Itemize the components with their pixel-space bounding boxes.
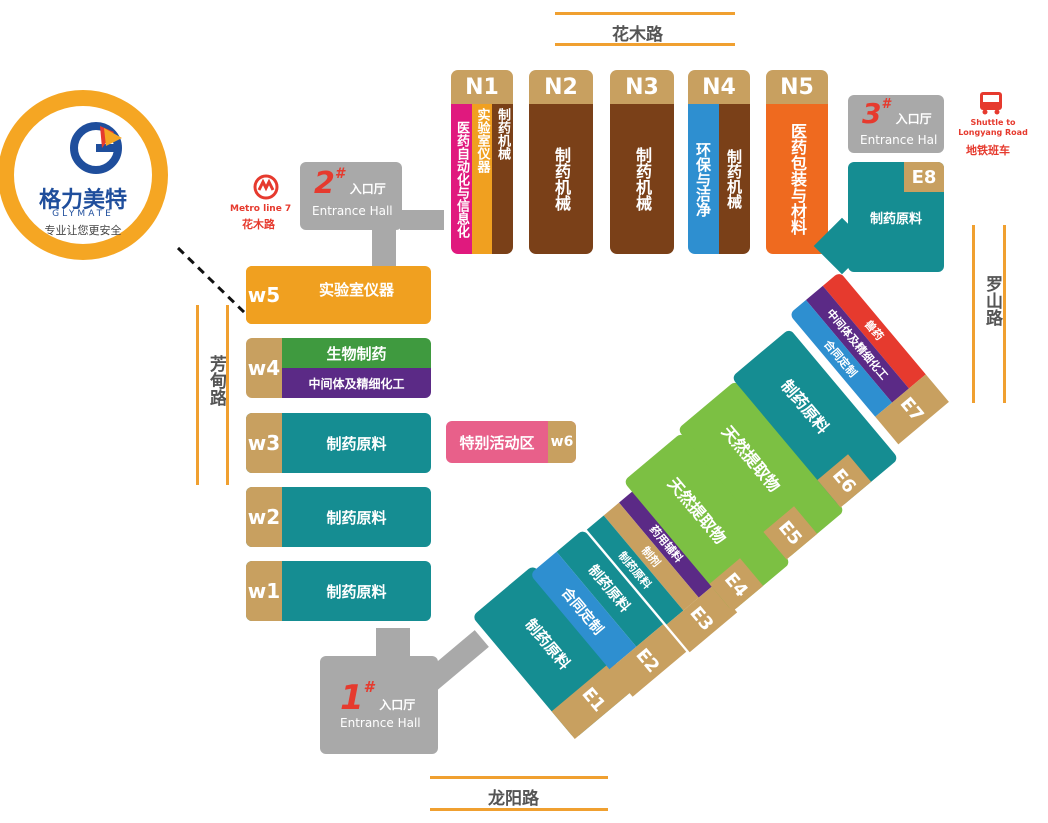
hall-n2-id: N2 xyxy=(529,70,593,104)
hall-e8-id: E8 xyxy=(904,162,944,192)
entrance-2-connector-h xyxy=(400,210,444,230)
hall-w3[interactable]: w3 制药原料 xyxy=(246,413,431,473)
hall-w3-id: w3 xyxy=(246,413,282,473)
hall-w1-band-1: 制药原料 xyxy=(326,582,387,601)
top-road-label: 花木路 xyxy=(612,25,663,45)
hall-e8-band-1: 制药原料 xyxy=(869,211,922,227)
hall-w2-band-1: 制药原料 xyxy=(326,508,387,527)
entrance-3-cn: 入口厅 xyxy=(895,112,932,126)
hall-n4-band-1: 环保与洁净 xyxy=(688,104,719,254)
hall-n2[interactable]: N2 制药机械 xyxy=(529,70,593,254)
bottom-road-line-upper xyxy=(430,776,608,779)
entrance-3[interactable]: 3# 入口厅 Entrance Hal xyxy=(848,95,944,153)
logo-cn-name: 格力美特 xyxy=(38,188,127,213)
hall-n1-band-3: 制药机械 xyxy=(492,104,513,254)
left-road-line-inner xyxy=(226,305,229,485)
entrance-1-cn: 入口厅 xyxy=(379,698,416,712)
hall-n5[interactable]: N5 医药包装与材料 xyxy=(766,70,828,254)
metro-icon xyxy=(253,174,279,200)
hall-w4-band-1: 生物制药 xyxy=(282,338,431,368)
glymate-logo: 格力美特 GLYMATE 专业让您更安全 xyxy=(0,90,168,260)
hall-n1-id: N1 xyxy=(451,70,513,104)
entrance-3-mark: # xyxy=(881,97,891,112)
hall-w5-id: w5 xyxy=(246,266,282,324)
entrance-1-mark: # xyxy=(363,678,375,696)
entrance-2-en: Entrance Hall xyxy=(312,204,393,218)
right-road-line-outer xyxy=(1003,225,1006,403)
top-road-line-upper xyxy=(555,12,735,15)
hall-n2-band-1: 制药机械 xyxy=(529,104,593,254)
hall-n3-band-1: 制药机械 xyxy=(610,104,674,254)
hall-w4-band-2: 中间体及精细化工 xyxy=(282,368,431,398)
entrance-2[interactable]: 2# 入口厅 Entrance Hall xyxy=(300,162,402,230)
hall-w2-id: w2 xyxy=(246,487,282,547)
hall-w3-band-1: 制药原料 xyxy=(326,434,387,453)
right-road-line-inner xyxy=(972,225,975,403)
hall-n4[interactable]: N4 环保与洁净 制药机械 xyxy=(688,70,750,254)
hall-w6-id: w6 xyxy=(548,421,576,463)
left-road-line-outer xyxy=(196,305,199,485)
entrance-3-en: Entrance Hal xyxy=(860,133,938,147)
shuttle-cn-label: 地铁班车 xyxy=(966,144,1010,157)
entrance-1[interactable]: 1# 入口厅 Entrance Hall xyxy=(320,656,438,754)
metro-line-label: Metro line 7 xyxy=(230,204,292,214)
hall-n1-band-1: 医药自动化与信息化 xyxy=(451,104,472,254)
shuttle-info[interactable]: Shuttle to Longyang Road 地铁班车 xyxy=(950,90,1036,160)
hall-n5-id: N5 xyxy=(766,70,828,104)
bus-icon xyxy=(980,92,1002,115)
logo-en-name: GLYMATE xyxy=(52,209,114,219)
hall-n4-band-2: 制药机械 xyxy=(719,104,750,254)
logo-slogan: 专业让您更安全 xyxy=(44,224,122,237)
hall-w5[interactable]: w5 实验室仪器 xyxy=(246,266,431,324)
entrance-1-en: Entrance Hall xyxy=(340,716,421,730)
bottom-road-line-lower xyxy=(430,808,608,811)
glymate-mark-icon xyxy=(70,122,122,174)
entrance-1-num-wrap: 1# 入口厅 xyxy=(340,678,415,718)
entrance-1-number: 1 xyxy=(340,678,364,718)
hall-w4-id: w4 xyxy=(246,338,282,398)
hall-w1-id: w1 xyxy=(246,561,282,621)
metro-station-label: 花木路 xyxy=(242,218,275,231)
top-road-line-lower xyxy=(555,43,735,46)
hall-n5-band-1: 医药包装与材料 xyxy=(766,104,828,254)
hall-n1[interactable]: N1 医药自动化与信息化 实验室仪器 制药机械 xyxy=(451,70,513,254)
entrance-2-mark: # xyxy=(334,166,345,182)
hall-n3-id: N3 xyxy=(610,70,674,104)
entrance-2-connector-v xyxy=(372,226,396,266)
hall-w5-band-1: 实验室仪器 xyxy=(318,280,394,299)
shuttle-en-label: Shuttle to Longyang Road xyxy=(958,118,1028,137)
entrance-3-num-wrap: 3# 入口厅 xyxy=(862,97,932,130)
hall-w6[interactable]: 特别活动区 w6 xyxy=(446,421,576,463)
hall-e8[interactable]: E8 制药原料 xyxy=(848,162,944,272)
hall-w6-label: 特别活动区 xyxy=(459,433,535,452)
hall-n4-id: N4 xyxy=(688,70,750,104)
hall-n3[interactable]: N3 制药机械 xyxy=(610,70,674,254)
right-road-label: 罗山路 xyxy=(982,275,1002,326)
metro-info[interactable]: Metro line 7 花木路 xyxy=(230,174,310,234)
hall-n1-band-2: 实验室仪器 xyxy=(472,104,492,254)
entrance-2-num-wrap: 2# 入口厅 xyxy=(314,166,386,201)
hall-w2[interactable]: w2 制药原料 xyxy=(246,487,431,547)
entrance-2-cn: 入口厅 xyxy=(349,182,386,196)
entrance-2-number: 2 xyxy=(314,166,335,201)
left-road-label: 芳甸路 xyxy=(206,355,226,406)
bottom-road-label: 龙阳路 xyxy=(488,789,539,809)
entrance-3-number: 3 xyxy=(862,97,882,130)
hall-w4[interactable]: w4 生物制药 中间体及精细化工 xyxy=(246,338,431,398)
hall-w1[interactable]: w1 制药原料 xyxy=(246,561,431,621)
